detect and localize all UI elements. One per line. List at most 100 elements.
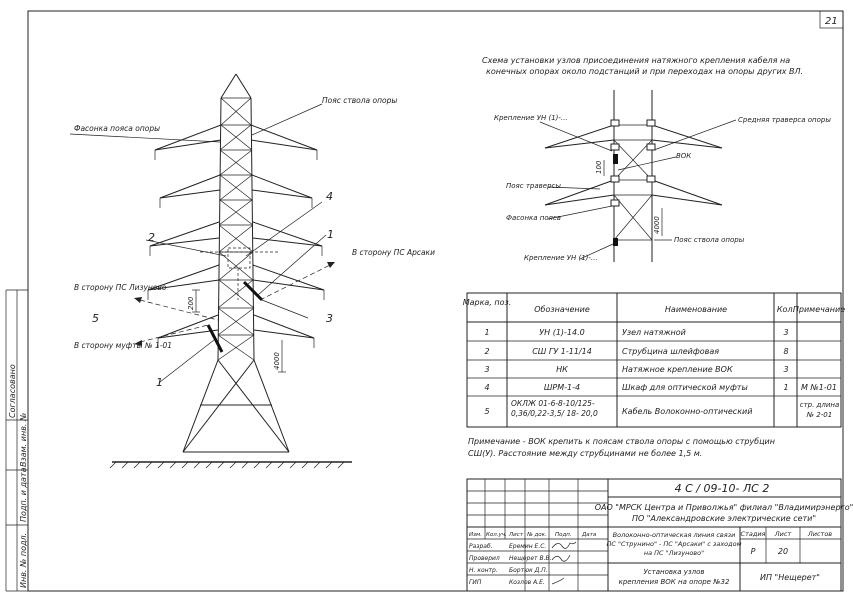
scheme-dim-4000: 4000 bbox=[653, 216, 661, 234]
spec-cell: 4 bbox=[484, 383, 489, 392]
stamp-agreed: Согласовано bbox=[8, 364, 17, 418]
note-line1: Примечание - ВОК крепить к поясам ствола… bbox=[468, 437, 775, 446]
spec-cell: Струбцина шлейфовая bbox=[622, 347, 719, 356]
tower-label-belt-shaped: Фасонка пояса опоры bbox=[74, 124, 160, 133]
spec-row-3: 3 НК Натяжное крепление ВОК 3 bbox=[484, 365, 788, 374]
spec-table bbox=[466, 292, 842, 428]
stamp-inv-orig: Инв. № подл. bbox=[19, 533, 28, 588]
scheme-title-line1: Схема установки узлов присоединения натя… bbox=[482, 56, 790, 65]
tower-label-to-arsaki: В сторону ПС Арсаки bbox=[352, 248, 435, 257]
scheme-label-shaped-belt: Фасонка пояса bbox=[506, 214, 561, 222]
role-norm-control: Н. контр. bbox=[469, 567, 498, 574]
scheme-label-traverse-belt: Пояс траверсы bbox=[506, 182, 561, 190]
spec-cell: ШРМ-1-4 bbox=[544, 383, 580, 392]
scheme-label-fixing-bottom: Крепление УН (1)-... bbox=[524, 254, 598, 262]
spec-cell: Кабель Волоконно-оптический bbox=[622, 407, 752, 416]
sheet-frame bbox=[27, 10, 844, 592]
sheet-number: 21 bbox=[825, 16, 838, 27]
scheme-label-fixing-top: Крепление УН (1)-... bbox=[494, 114, 568, 122]
tower-label-belt-pole: Пояс ствола опоры bbox=[322, 96, 397, 105]
spec-cell-designation-5: ОКЛЖ 01-6-8-10/125-0,36/0,22-3,5/ 18- 20… bbox=[511, 399, 598, 418]
rev-header: Кол.уч. bbox=[486, 532, 507, 538]
spec-cell: 3 bbox=[484, 365, 489, 374]
rev-header: № док. bbox=[526, 532, 547, 538]
spec-cell-note-5: стр. длина № 2-01 bbox=[799, 401, 840, 419]
stamp-sign-date: Подп. и дата bbox=[19, 467, 28, 522]
spec-cell: М №1-01 bbox=[801, 383, 837, 392]
spec-cell: 8 bbox=[783, 347, 788, 356]
spec-cell: Шкаф для оптической муфты bbox=[622, 383, 748, 392]
scheme-label-middle-traverse: Средняя траверса опоры bbox=[738, 116, 831, 124]
name-norm-control: Бортюк Д.П. bbox=[509, 567, 548, 574]
spec-cell: 5 bbox=[484, 407, 489, 416]
note-line2: СШ(У). Расстояние между струбцинами не б… bbox=[468, 449, 702, 458]
tower-dim-4000: 4000 bbox=[273, 352, 281, 370]
title-block bbox=[466, 478, 842, 592]
spec-cell: 1 bbox=[484, 328, 489, 337]
project-line1: Волоконно-оптическая линия связи bbox=[613, 531, 736, 539]
callout-2: 2 bbox=[148, 231, 155, 244]
spec-cell: УН (1)-14.0 bbox=[539, 328, 584, 337]
sheet-value: 20 bbox=[778, 547, 788, 556]
sheet-header: Лист bbox=[774, 530, 792, 538]
rev-header: Подп. bbox=[555, 532, 572, 538]
spec-header-qty: Кол. bbox=[777, 305, 795, 314]
role-checked: Проверил bbox=[469, 555, 500, 562]
spec-header-mark-text: Марка, поз. bbox=[463, 298, 512, 307]
callout-1-bottom: 1 bbox=[156, 376, 163, 389]
scheme-drawing: 100 4000 bbox=[539, 90, 737, 262]
spec-cell: 1 bbox=[783, 383, 788, 392]
tower-drawing: 200 4000 bbox=[69, 73, 352, 469]
tower-dim-200: 200 bbox=[187, 296, 195, 310]
role-chief-engineer: ГИП bbox=[469, 579, 482, 586]
spec-header-note: Примечание bbox=[793, 305, 845, 314]
rev-header: Изм. bbox=[469, 532, 482, 538]
callout-3: 3 bbox=[326, 312, 333, 325]
spec-row-4: 4 ШРМ-1-4 Шкаф для оптической муфты 1 М … bbox=[484, 383, 837, 392]
callout-5: 5 bbox=[92, 312, 99, 325]
tower-label-to-coupling: В сторону муфты № 1-01 bbox=[74, 341, 172, 350]
spec-header-name: Наименование bbox=[665, 305, 727, 314]
rev-header: Лист bbox=[508, 532, 524, 538]
spec-header-mark: Марка, поз. bbox=[463, 298, 512, 307]
signature-marks bbox=[551, 541, 577, 585]
scheme-dim-100: 100 bbox=[595, 160, 603, 174]
spec-cell: 3 bbox=[783, 328, 788, 337]
spec-cell: Узел натяжной bbox=[622, 328, 686, 337]
tower-label-to-lizunovo: В сторону ПС Лизуново bbox=[74, 283, 167, 292]
callout-1-top: 1 bbox=[327, 228, 334, 241]
role-developer: Разраб. bbox=[469, 543, 493, 550]
name-chief-engineer: Козлов А.Е. bbox=[509, 579, 545, 586]
sheet-number-box bbox=[819, 10, 844, 29]
rev-header: Дата bbox=[581, 532, 597, 538]
spec-cell: 2 bbox=[484, 347, 489, 356]
spec-cell: Натяжное крепление ВОК bbox=[622, 365, 733, 374]
scheme-label-pole-belt: Пояс ствола опоры bbox=[674, 236, 745, 244]
rev-headers: Изм. Кол.уч. Лист № док. Подп. Дата bbox=[469, 532, 597, 538]
project-line3: на ПС "Лизуново" bbox=[644, 549, 704, 557]
stamp-inv-replace: Взам. инв. № bbox=[19, 413, 28, 467]
spec-cell: 3 bbox=[783, 365, 788, 374]
spec-row-2: 2 СШ ГУ 1-11/14 Струбцина шлейфовая 8 bbox=[484, 347, 788, 356]
spec-cell: НК bbox=[556, 365, 568, 374]
drawing-title-line2: крепления ВОК на опоре №32 bbox=[619, 578, 730, 586]
stage-value: Р bbox=[751, 547, 756, 556]
side-stamp: Согласовано Взам. инв. № Подп. и дата Ин… bbox=[5, 289, 28, 592]
drawing-title-line1: Установка узлов bbox=[644, 568, 705, 576]
company-name: ИП "Нещерет" bbox=[760, 573, 820, 582]
title-org-line1: ОАО "МРСК Центра и Приволжья" филиал "Вл… bbox=[595, 503, 853, 512]
roles: Разраб. Еремин Е.С. Проверил Нещерет В.В… bbox=[469, 543, 552, 586]
name-developer: Еремин Е.С. bbox=[509, 543, 546, 550]
name-checked: Нещерет В.В. bbox=[509, 555, 552, 562]
scheme-title-line2: конечных опорах около подстанций и при п… bbox=[486, 67, 803, 76]
title-org-line2: ПО "Александровские электрические сети" bbox=[632, 514, 816, 523]
spec-header-designation: Обозначение bbox=[534, 305, 590, 314]
spec-row-1: 1 УН (1)-14.0 Узел натяжной 3 bbox=[484, 328, 788, 337]
stage-header: Стадия bbox=[741, 530, 766, 538]
spec-row-5: 5 ОКЛЖ 01-6-8-10/125-0,36/0,22-3,5/ 18- … bbox=[484, 399, 840, 419]
spec-cell: СШ ГУ 1-11/14 bbox=[532, 347, 592, 356]
callout-4: 4 bbox=[326, 190, 333, 203]
title-code: 4 С / 09-10- ЛС 2 bbox=[675, 482, 770, 495]
sheets-header: Листов bbox=[807, 530, 832, 538]
